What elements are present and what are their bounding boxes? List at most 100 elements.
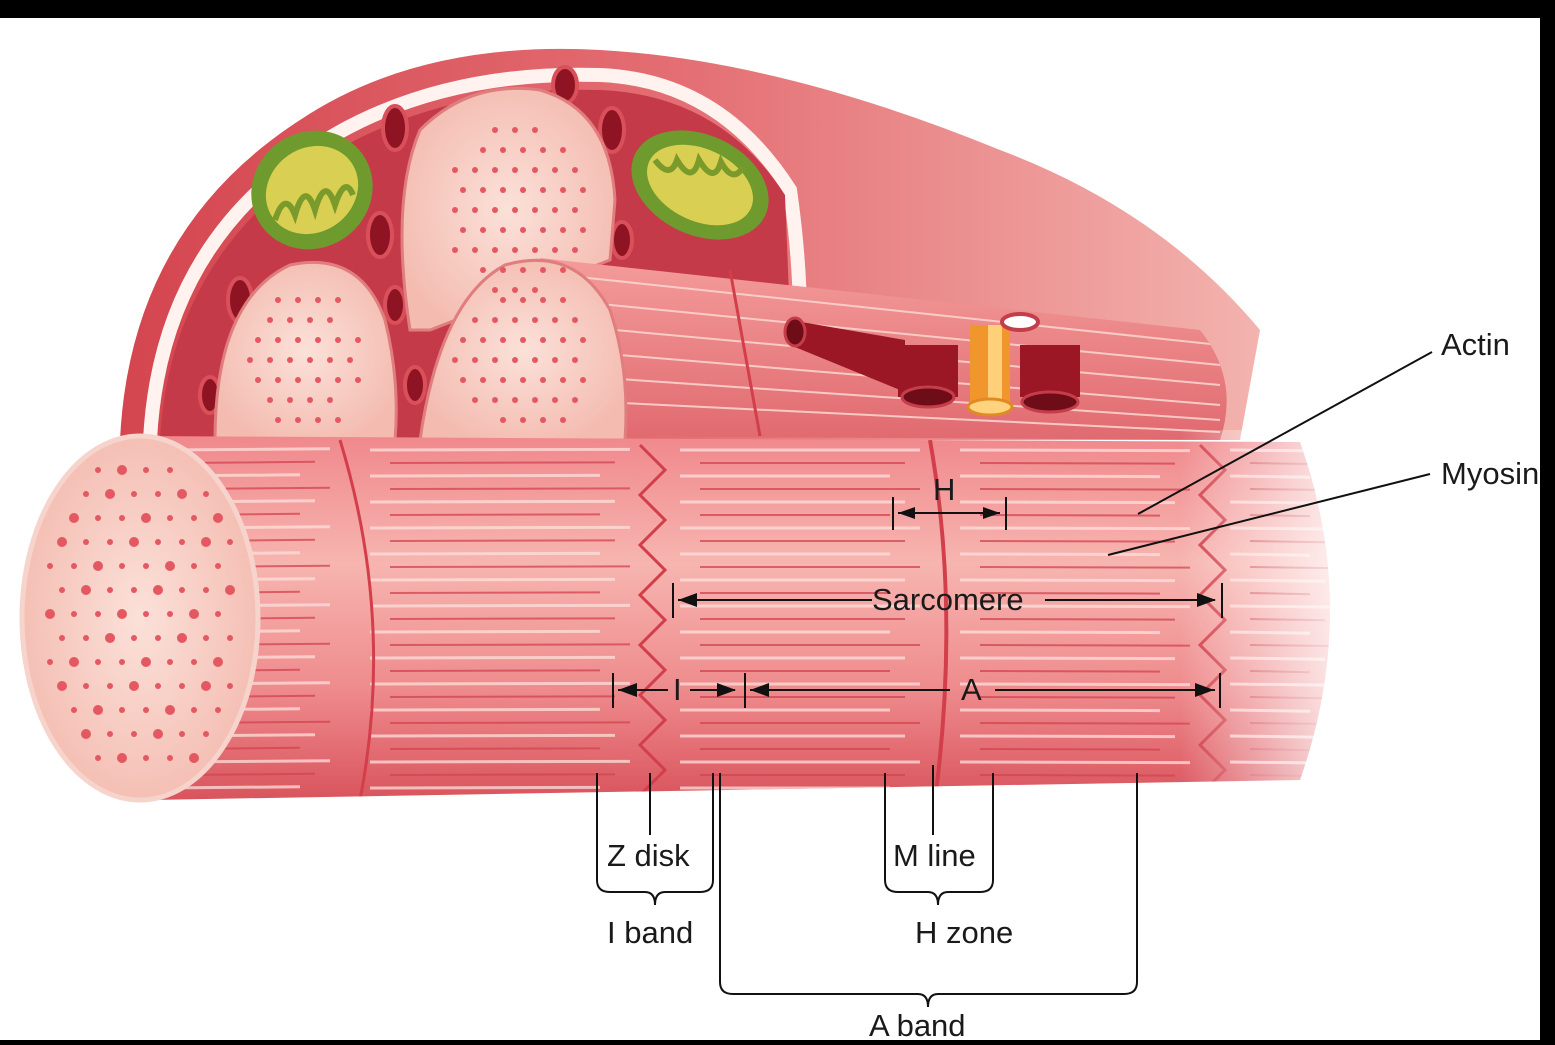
myofilament-dot — [275, 337, 281, 343]
myofilament-dot — [141, 657, 151, 667]
myofilament-dot — [520, 377, 526, 383]
filament — [390, 566, 630, 567]
filament — [390, 644, 630, 645]
myofilament-dot — [532, 357, 538, 363]
filament — [960, 710, 1160, 711]
myofilament-dot — [452, 247, 458, 253]
myofibril-front — [130, 430, 1380, 810]
myofilament-dot — [560, 147, 566, 153]
myofilament-dot — [500, 227, 506, 233]
myofilament-dot — [492, 287, 498, 293]
myofilament-dot — [355, 377, 361, 383]
myofilament-dot — [307, 317, 313, 323]
myofilament-dot — [520, 227, 526, 233]
filament — [960, 502, 1175, 503]
myofilament-dot — [500, 187, 506, 193]
myofilament-dot — [520, 337, 526, 343]
myofilament-dot — [295, 377, 301, 383]
myofilament-dot — [105, 489, 115, 499]
myofilament-dot — [540, 147, 546, 153]
myofilament-dot — [552, 247, 558, 253]
myofilament-dot — [117, 753, 127, 763]
myofilament-dot — [460, 377, 466, 383]
myofilament-dot — [131, 587, 137, 593]
myofilament-dot — [155, 683, 161, 689]
myofilament-dot — [512, 247, 518, 253]
myofilament-dot — [119, 707, 125, 713]
label-sarcomere: Sarcomere — [872, 582, 1024, 617]
myofilament-dot — [167, 467, 173, 473]
label-a: A — [961, 672, 982, 707]
myofilament-dot — [560, 187, 566, 193]
myofilament-dot — [472, 317, 478, 323]
myofilament-dot — [520, 297, 526, 303]
myofilament-dot — [480, 377, 486, 383]
label-actin: Actin — [1441, 327, 1510, 362]
myofilament-dot — [532, 287, 538, 293]
myofilament-dot — [213, 513, 223, 523]
filament — [370, 683, 630, 684]
myofilament-dot — [480, 227, 486, 233]
myofilament-dot — [93, 561, 103, 571]
myofilament-dot — [520, 147, 526, 153]
myofilament-dot — [155, 539, 161, 545]
myofilament-dot — [572, 247, 578, 253]
myofilament-dot — [143, 563, 149, 569]
myofilament-dot — [155, 635, 161, 641]
myofilament-dot — [69, 513, 79, 523]
filament — [980, 645, 1190, 646]
myofilament-dot — [512, 127, 518, 133]
myofilament-dot — [215, 611, 221, 617]
myofilament-dot — [492, 127, 498, 133]
myofilament-dot — [227, 635, 233, 641]
myofilament-dot — [95, 515, 101, 521]
myofilament-dot — [295, 297, 301, 303]
label-z-disk: Z disk — [607, 838, 690, 873]
myofilament-dot — [532, 207, 538, 213]
myofilament-dot — [520, 267, 526, 273]
filament — [390, 514, 600, 515]
filament — [390, 722, 630, 723]
myofilament-dot — [452, 357, 458, 363]
myofilament-dot — [117, 465, 127, 475]
myofilament-dot — [500, 417, 506, 423]
myofilament-dot — [179, 539, 185, 545]
myofilament-dot — [275, 297, 281, 303]
filament — [390, 748, 600, 749]
myofilament-dot — [472, 167, 478, 173]
myofilament-dot — [580, 187, 586, 193]
myofilament-dot — [560, 337, 566, 343]
myofilament-dot — [500, 147, 506, 153]
myofilament-dot — [347, 357, 353, 363]
filament — [370, 631, 600, 632]
myofilament-dot — [179, 683, 185, 689]
myofilament-dot — [500, 337, 506, 343]
myofilament-dot — [167, 515, 173, 521]
myofilament-dot — [105, 633, 115, 643]
filament — [370, 553, 600, 554]
myofilament-dot — [492, 397, 498, 403]
filament — [980, 697, 1175, 698]
label-i-band: I band — [607, 915, 693, 950]
myofilament-dot — [307, 357, 313, 363]
filament — [390, 540, 615, 541]
myofilament-dot — [119, 515, 125, 521]
myofilament-dot — [532, 397, 538, 403]
myofilament-dot — [460, 227, 466, 233]
filament — [370, 501, 615, 502]
myofilament-dot — [560, 297, 566, 303]
myofilament-dot — [540, 337, 546, 343]
filament — [370, 527, 630, 528]
filament — [390, 670, 600, 671]
filament — [370, 579, 615, 580]
myofilament-dot — [500, 297, 506, 303]
filament — [390, 592, 600, 593]
myofilament-dot — [255, 337, 261, 343]
myofilament-dot — [131, 491, 137, 497]
myofilament-dot — [315, 337, 321, 343]
myofilament-dot — [165, 705, 175, 715]
myofilament-dot — [500, 267, 506, 273]
myofilament-dot — [213, 657, 223, 667]
myofilament-dot — [191, 563, 197, 569]
